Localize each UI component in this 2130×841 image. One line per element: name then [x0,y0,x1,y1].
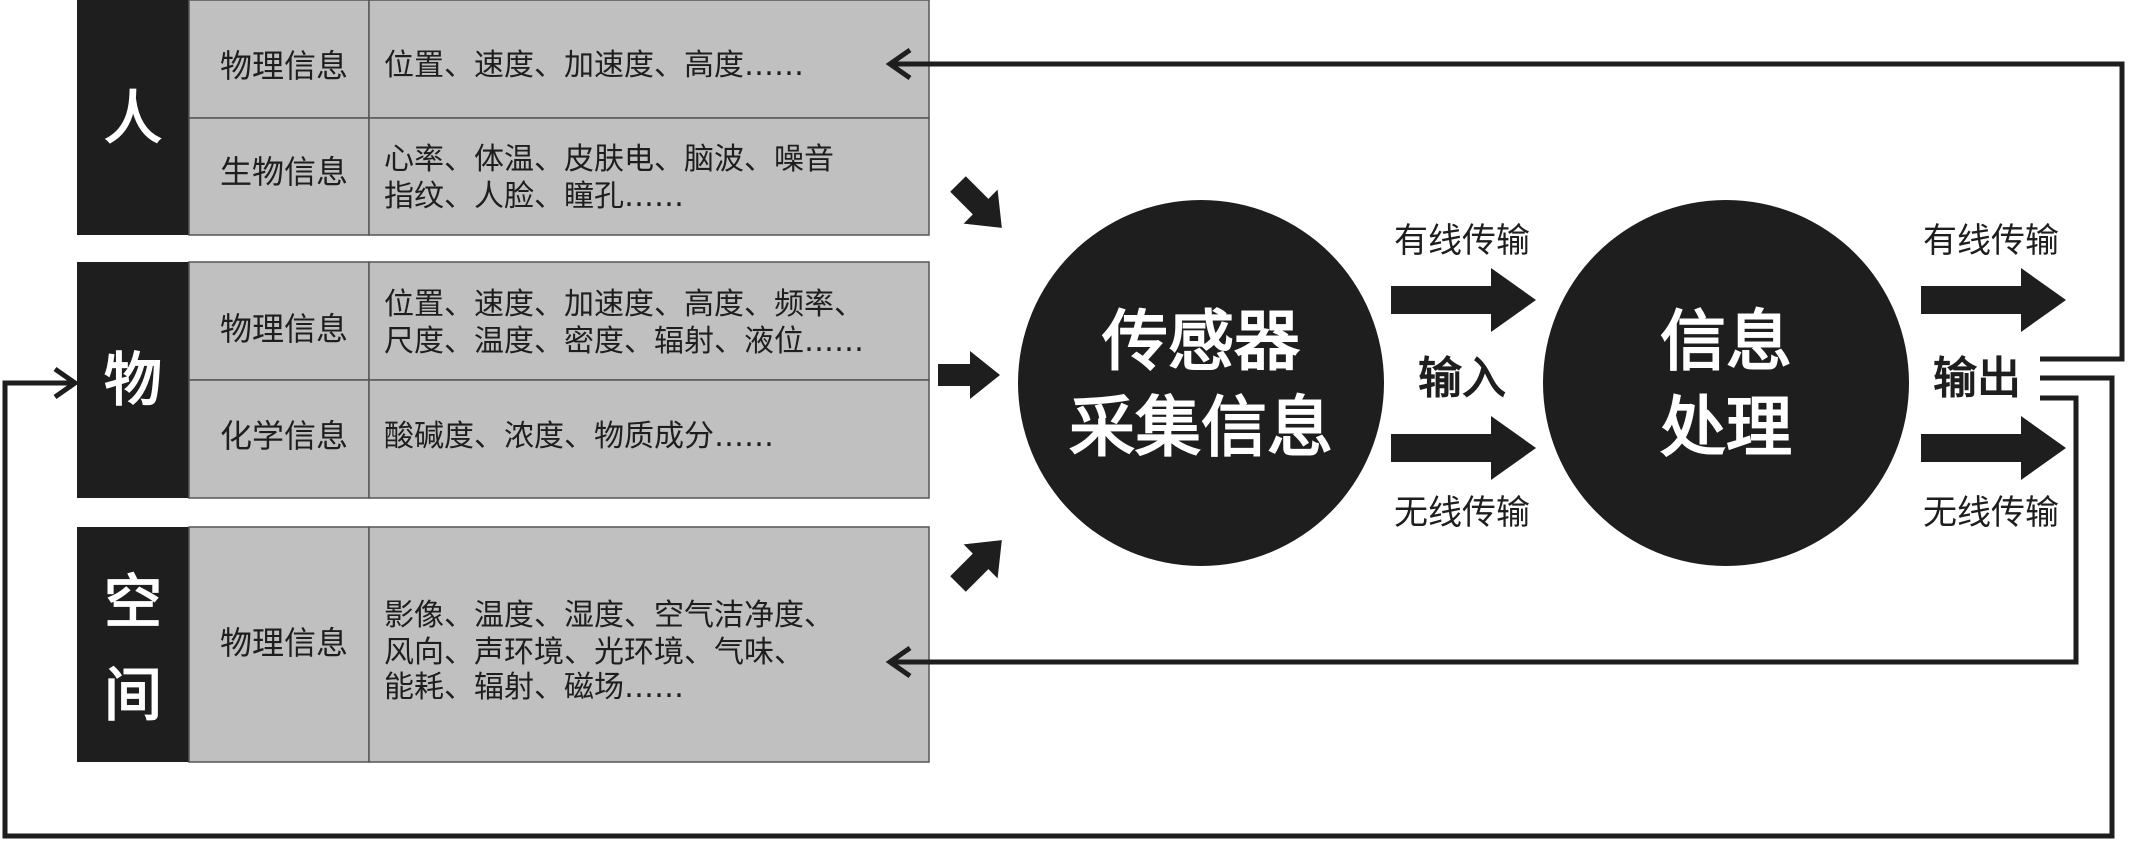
group-person: 人 物理信息 生物信息 位置、速度、加速度、高度…… 心率、体温、皮肤电、脑波、… [77,0,930,236]
arrow-icon [941,167,1019,245]
output-wired-label: 有线传输 [1923,221,2059,261]
feedback-line-outer [2,375,2115,839]
output-label: 输出 [1933,353,2021,404]
row-content: 酸碱度、浓度、物质成分…… [384,419,774,454]
feedback-line-top [890,61,2125,362]
group-title-block [77,262,189,498]
feedback-line-middle [890,395,2079,665]
group-title: 物 [104,346,162,414]
arrowhead-icon [885,47,912,81]
row-label: 物理信息 [220,310,348,348]
sensor-circle [1018,200,1384,566]
row-content: 能耗、辐射、磁场…… [384,670,684,705]
arrow-icon [1921,416,2066,480]
row-label: 物理信息 [220,47,348,85]
arrow-icon [1391,416,1536,480]
row-content: 影像、温度、湿度、空气洁净度、 [384,598,834,633]
group-object: 物 物理信息 化学信息 位置、速度、加速度、高度、频率、 尺度、温度、密度、辐射… [77,261,930,499]
row-content: 尺度、温度、密度、辐射、液位…… [384,324,864,359]
group-title-block [77,527,189,762]
group-space: 空 间 物理信息 影像、温度、湿度、空气洁净度、 风向、声环境、光环境、气味、 … [77,526,930,763]
output-wireless-label: 无线传输 [1923,493,2059,533]
arrowhead-icon [53,366,80,400]
row-content: 风向、声环境、光环境、气味、 [384,635,804,670]
arrow-icon [1921,268,2066,332]
process-label: 处理 [1660,389,1792,466]
sensor-label: 传感器 [1101,303,1301,380]
group-title-char: 空 [104,568,162,636]
row-content: 指纹、人脸、瞳孔…… [384,179,684,214]
row-label: 生物信息 [220,153,348,191]
input-label: 输入 [1418,353,1506,404]
arrow-icon [938,351,1000,399]
input-wired-label: 有线传输 [1394,221,1530,261]
input-wireless-label: 无线传输 [1394,493,1530,533]
row-content: 位置、速度、加速度、高度、频率、 [384,287,864,322]
arrowhead-icon [885,645,912,679]
arrow-icon [941,523,1019,601]
row-content: 位置、速度、加速度、高度…… [384,48,804,83]
group-title-block [77,0,189,235]
row-label: 化学信息 [220,417,348,455]
process-label: 信息 [1660,303,1792,380]
arrow-icon [1391,268,1536,332]
sensor-label: 采集信息 [1069,389,1333,466]
row-content: 心率、体温、皮肤电、脑波、噪音 [384,142,834,177]
group-title: 人 [104,84,162,152]
row-label: 物理信息 [220,624,348,662]
group-title-char: 间 [104,661,162,729]
process-circle [1543,200,1909,566]
